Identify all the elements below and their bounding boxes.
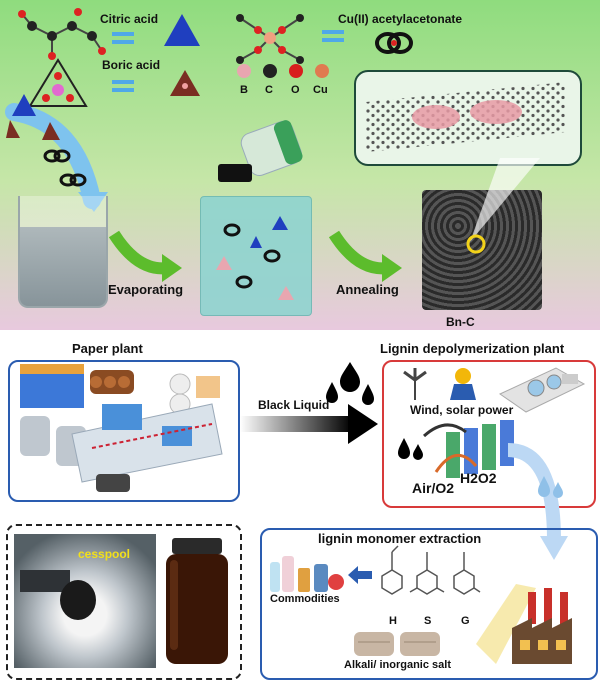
drop-small-icon [398, 438, 423, 460]
gel-contents [216, 216, 294, 300]
cu-acac-molecule [236, 14, 304, 64]
h2o2-label: H2O2 [460, 470, 497, 486]
black-liquid-arrow [240, 404, 378, 444]
cu-acac-ring-icon [375, 32, 413, 54]
droplets-icon [326, 362, 374, 405]
paper-plant-title: Paper plant [72, 341, 143, 356]
commodities-label: Commodities [270, 593, 340, 605]
lignin-plant-box [382, 360, 596, 508]
gel-cube [200, 196, 312, 316]
paper-plant-box [8, 360, 240, 502]
atom-b-label: B [240, 84, 248, 96]
commodity-products-icon [270, 556, 344, 592]
black-liquor-bottle [166, 538, 228, 664]
magnifier-beam [466, 158, 540, 254]
extraction-title: lignin monomer extraction [318, 531, 482, 546]
beaker [18, 196, 108, 308]
evaporating-label: Evaporating [108, 282, 184, 297]
brown-triangle-icon [170, 70, 200, 96]
cesspool-label: cesspool [78, 547, 131, 561]
salt-bags-icon [354, 632, 440, 656]
air-o2-label: Air/O2 [412, 480, 455, 496]
atom-o-label: O [291, 84, 300, 96]
atom-legend-balls [237, 64, 329, 78]
monomer-g-label: G [461, 615, 470, 627]
cu-acac-label: Cu(II) acetylacetonate [338, 12, 463, 26]
monomer-h-label: H [389, 615, 397, 627]
electrolyzer-icon [422, 420, 514, 478]
monomer-structures [381, 545, 481, 595]
wind-solar-label: Wind, solar power [410, 403, 514, 417]
annealing-label: Annealing [336, 282, 399, 297]
vial-icon [218, 120, 303, 182]
equals-sign [322, 30, 344, 34]
monomer-s-label: S [424, 615, 432, 627]
lignin-plant-title: Lignin depolymerization plant [380, 341, 565, 356]
citric-acid-label: Citric acid [100, 12, 159, 26]
treatment-plant-icon [498, 367, 586, 413]
boric-acid-label: Boric acid [102, 58, 161, 72]
annealing-arrow [328, 230, 402, 282]
citric-acid-molecule [18, 8, 106, 60]
light-droplets-icon [538, 476, 563, 498]
atom-cu-label: Cu [313, 84, 328, 96]
product-label: Bn-C [446, 315, 475, 329]
cesspool-box [6, 524, 242, 680]
wind-turbine-icon [403, 368, 427, 400]
equals-sign [112, 80, 134, 84]
boric-acid-molecule [28, 58, 88, 107]
lattice-structure [366, 82, 566, 152]
equals-sign [112, 32, 134, 36]
blue-triangle-icon [164, 14, 200, 46]
factory-icon [512, 588, 572, 664]
extraction-box [260, 528, 598, 680]
precursor-feed-arrow [5, 94, 108, 212]
paper-machine-illustration [20, 364, 223, 492]
black-liquid-label: Black Liquid [258, 398, 330, 412]
left-arrow-icon [348, 566, 372, 584]
solar-panel-icon [450, 368, 476, 400]
light-beam [476, 584, 536, 664]
outlet-pipe-icon [20, 570, 96, 620]
evaporating-arrow [108, 230, 182, 282]
blue-transfer-arrow [507, 443, 568, 560]
atom-c-label: C [265, 84, 273, 96]
alkali-label: Alkali/ inorganic salt [344, 659, 451, 671]
